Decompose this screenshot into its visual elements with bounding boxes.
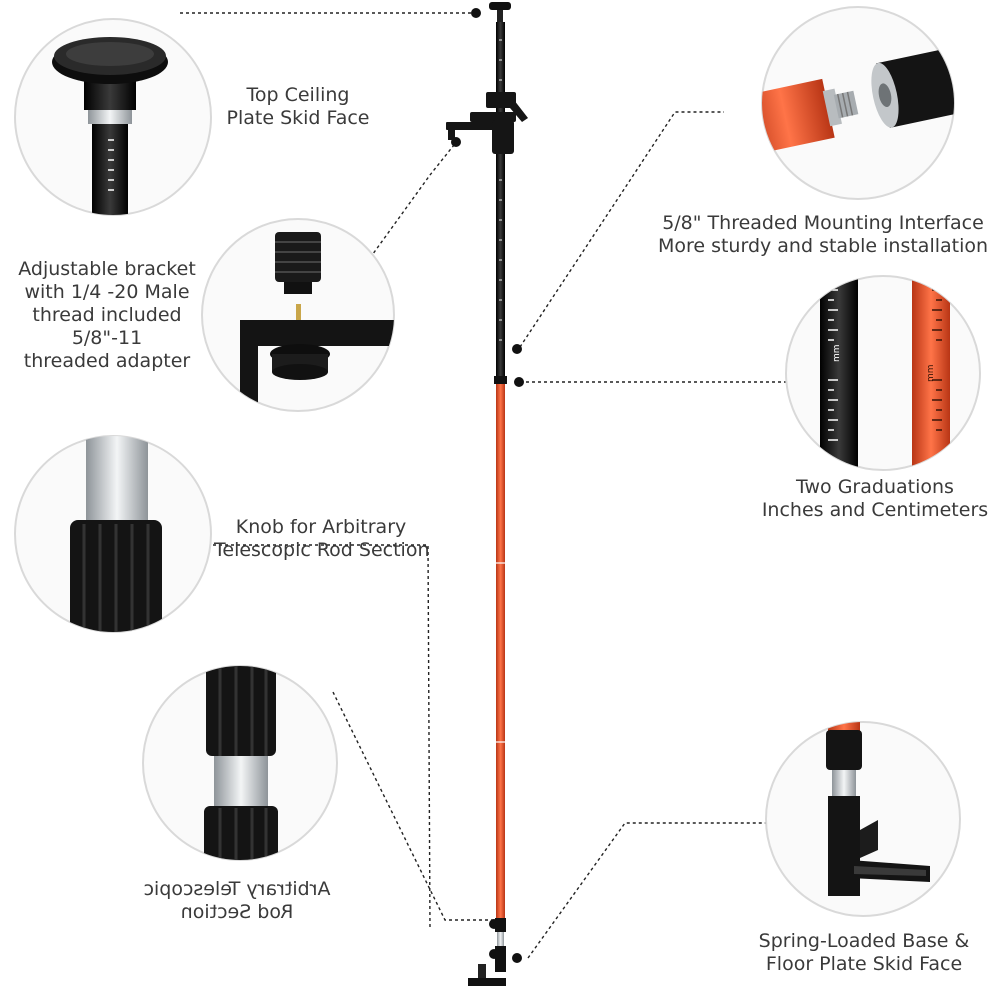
label-base: Spring-Loaded Base & Floor Plate Skid Fa… <box>748 930 980 976</box>
label-section-line1: Arbitrary Telescopic <box>143 878 331 900</box>
detail-circle-knob <box>14 435 212 633</box>
label-top-plate-line1: Top Ceiling <box>246 84 350 106</box>
detail-circle-bracket <box>201 218 395 412</box>
dot-top-plate <box>471 8 481 18</box>
label-knob: Knob for Arbitrary Telescopic Rod Sectio… <box>214 516 430 562</box>
pole-floor-plate <box>468 978 506 986</box>
label-graduations: Two Graduations Inches and Centimeters <box>750 476 1000 522</box>
label-section-line2: Rod Section <box>180 901 294 923</box>
detail-circle-top-plate <box>14 18 212 216</box>
pole-bracket <box>446 92 528 154</box>
label-graduations-line2: Inches and Centimeters <box>761 499 989 521</box>
label-thread: 5/8" Threaded Mounting Interface More st… <box>650 212 996 258</box>
label-base-line2: Floor Plate Skid Face <box>765 953 963 975</box>
pole-black-section <box>496 22 505 380</box>
label-knob-line1: Knob for Arbitrary <box>235 516 407 538</box>
label-base-line1: Spring-Loaded Base & <box>758 930 970 952</box>
detail-circle-base <box>765 721 961 917</box>
label-bracket-line1: Adjustable bracket <box>18 258 196 280</box>
scale-unit-orange: mm <box>926 364 936 382</box>
pole-orange-section <box>496 380 505 920</box>
detail-circle-section <box>142 665 338 861</box>
leader-base <box>527 822 770 959</box>
label-top-plate-line2: Plate Skid Face <box>226 107 370 129</box>
leader-section <box>331 689 500 921</box>
label-thread-line1: 5/8" Threaded Mounting Interface <box>662 212 984 234</box>
leader-bracket <box>369 139 459 259</box>
dot-thread <box>512 344 522 354</box>
label-bracket-line4: 5/8"-11 <box>71 327 143 349</box>
dot-base <box>512 953 522 963</box>
pole-spring-base <box>495 946 506 972</box>
label-bracket: Adjustable bracket with 1/4 -20 Male thr… <box>12 258 202 373</box>
pole-top-plate <box>489 2 511 10</box>
label-bracket-line5: threaded adapter <box>23 350 191 372</box>
scale-unit-black: mm <box>832 344 842 362</box>
telescopic-pole <box>446 2 528 986</box>
label-top-plate: Top Ceiling Plate Skid Face <box>218 84 378 130</box>
label-bracket-line2: with 1/4 -20 Male <box>24 281 190 303</box>
label-section: Arbitrary Telescopic Rod Section <box>132 878 342 924</box>
detail-circle-thread <box>761 6 955 200</box>
detail-circle-graduations <box>785 275 981 471</box>
leader-thread <box>519 111 724 348</box>
label-knob-line2: Telescopic Rod Section <box>214 539 430 561</box>
label-thread-line2: More sturdy and stable installation <box>657 235 989 257</box>
dot-graduations <box>514 377 524 387</box>
leader-lines <box>180 12 786 959</box>
label-bracket-line3: thread included <box>32 304 182 326</box>
label-graduations-line1: Two Graduations <box>796 476 954 498</box>
